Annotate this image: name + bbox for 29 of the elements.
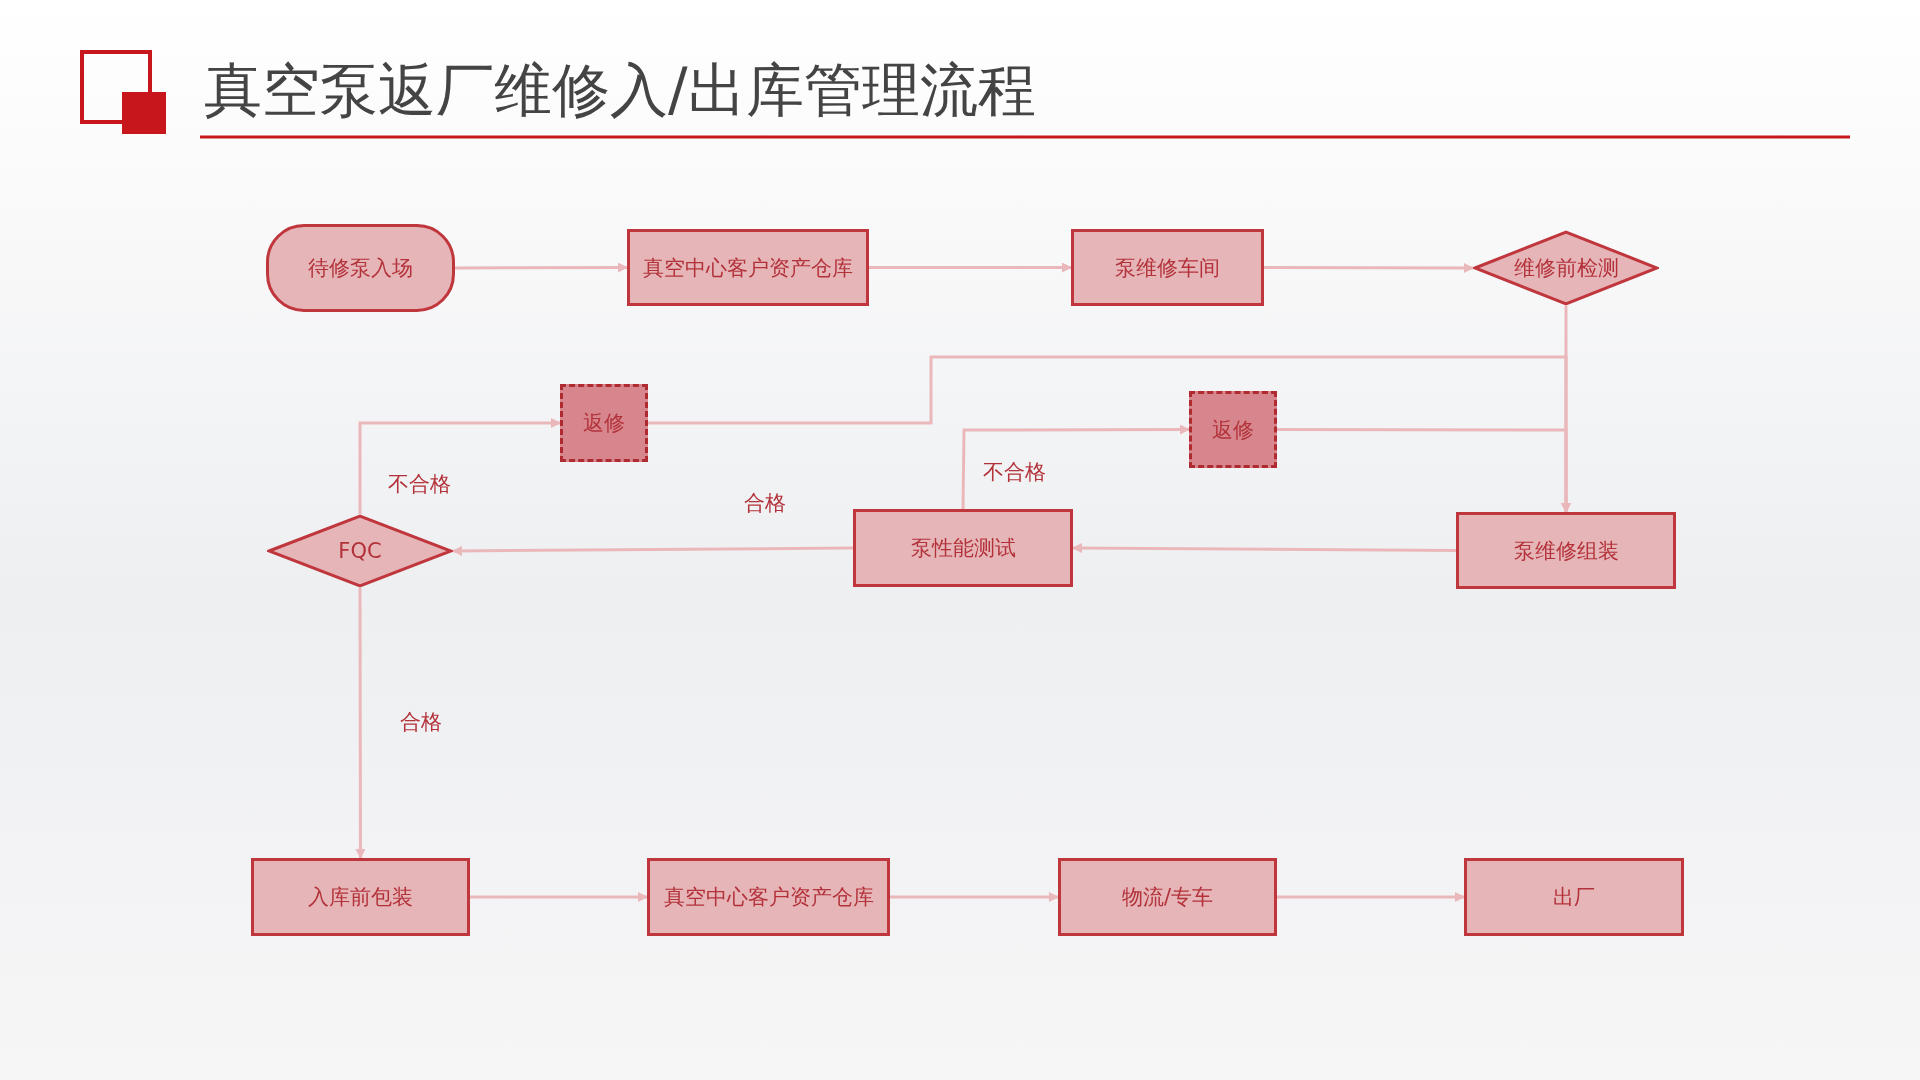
process-box: 真空中心客户资产仓库 [647,858,890,936]
arrow [1072,543,1456,554]
rework-box: 返修 [1189,391,1277,468]
edge-label: 合格 [400,709,442,736]
decision-diamond: 维修前检测 [1473,230,1659,306]
arrow [470,892,648,902]
arrow [961,424,1190,509]
arrow [452,545,853,556]
process-box: 泵性能测试 [853,509,1073,587]
process-box: 泵维修车间 [1071,229,1264,306]
edge-label: 不合格 [388,471,451,498]
process-box: 泵维修组装 [1456,512,1676,589]
arrow [869,262,1072,273]
process-box: 出厂 [1464,858,1684,936]
arrow [1264,263,1474,273]
terminal-box: 待修泵入场 [266,224,455,312]
arrow [1277,892,1465,902]
arrow [455,262,628,273]
arrow [358,418,561,514]
decision-diamond: FQC [267,514,453,588]
process-box: 入库前包装 [251,858,470,936]
arrow [355,588,366,859]
title: 真空泵返厂维修入/出库管理流程 [204,55,1036,126]
process-box: 真空中心客户资产仓库 [627,229,869,306]
rework-box: 返修 [560,384,648,462]
edge-label: 合格 [744,490,786,517]
edge-label: 不合格 [983,459,1046,486]
arrow [890,892,1059,902]
process-box: 物流/专车 [1058,858,1277,936]
